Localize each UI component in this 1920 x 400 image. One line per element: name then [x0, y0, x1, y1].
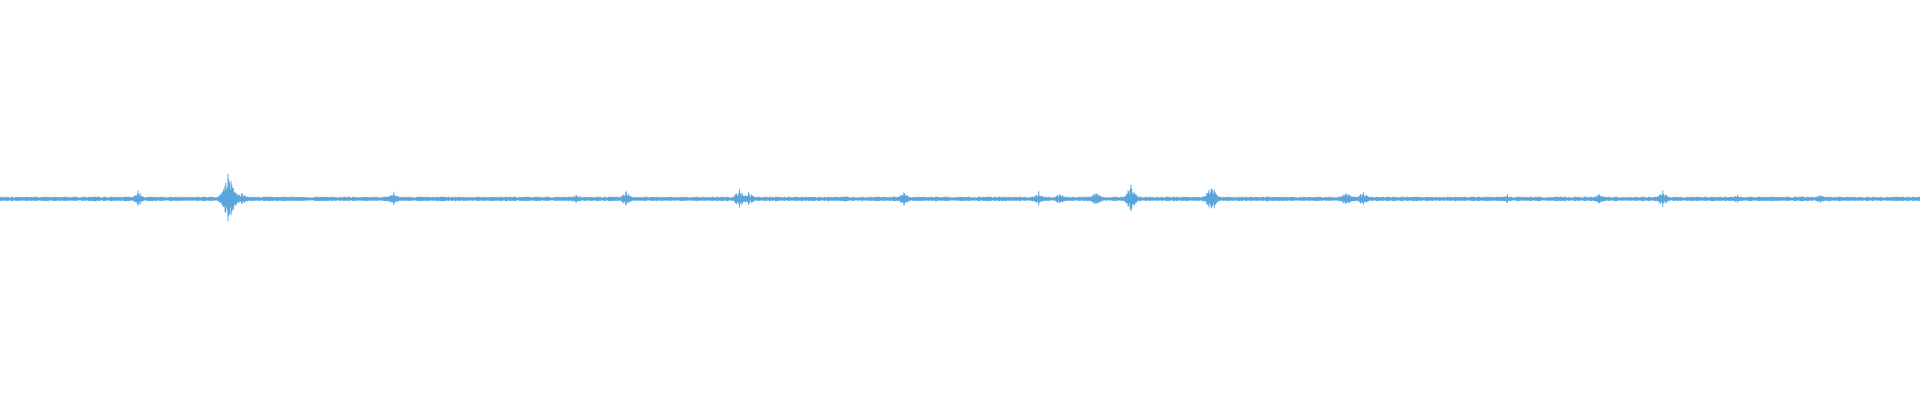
waveform-path: [0, 173, 1920, 222]
